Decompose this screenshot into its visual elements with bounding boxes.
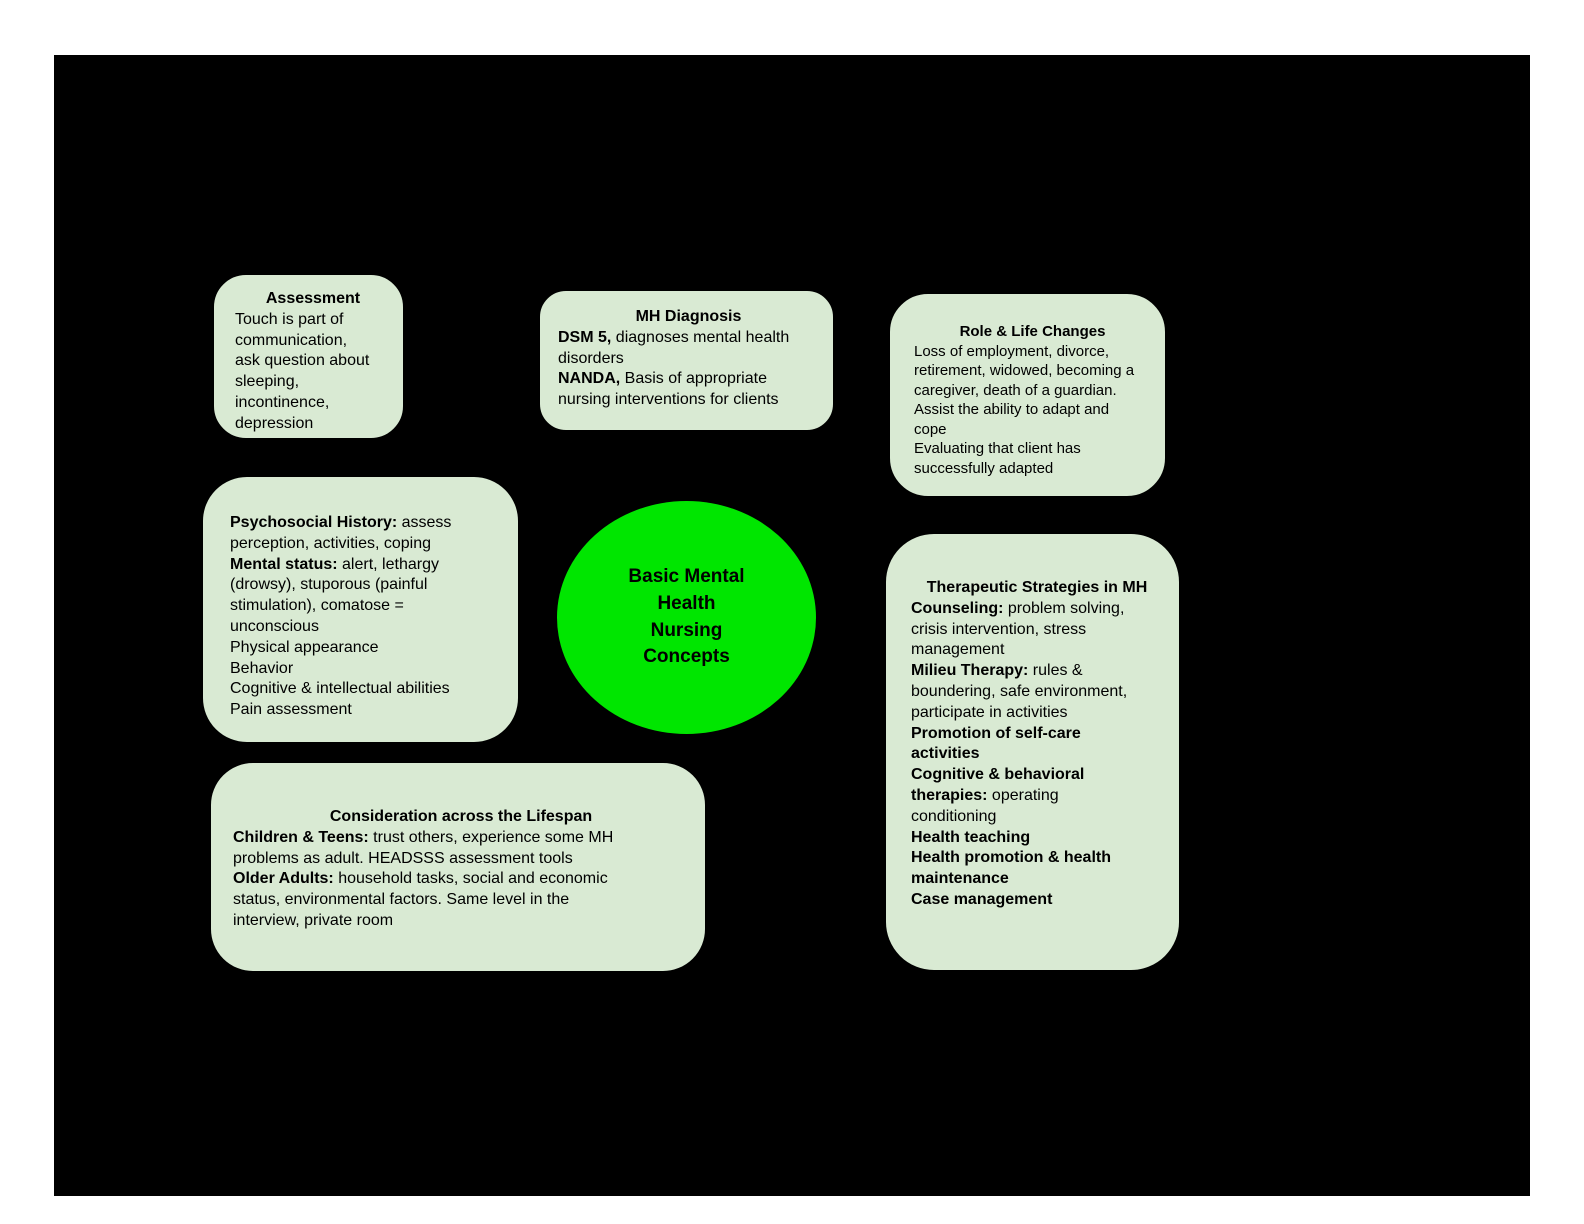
center-node-label: Basic Mental Health Nursing Concepts xyxy=(628,565,745,668)
center-node-ellipse: Basic Mental Health Nursing Concepts xyxy=(557,501,816,734)
node-assessment-title: Assessment xyxy=(265,290,361,307)
node-psychosocial-history: Psychosocial History: assess perception,… xyxy=(201,475,520,744)
node-assessment-body: Touch is part of communication, ask ques… xyxy=(235,310,370,432)
node-therapeutic-strategies: Therapeutic Strategies in MH Counseling:… xyxy=(884,532,1181,972)
node-role-life-changes: Role & Life Changes Loss of employment, … xyxy=(888,292,1167,498)
node-consideration-lifespan-title: Consideration across the Lifespan xyxy=(329,808,593,825)
node-mh-diagnosis-body: DSM 5, diagnoses mental health disorders… xyxy=(558,328,790,409)
node-role-life-changes-body: Loss of employment, divorce, retirement,… xyxy=(914,342,1135,477)
node-consideration-lifespan: Consideration across the Lifespan Childr… xyxy=(209,761,707,973)
node-assessment: Assessment Touch is part of communicatio… xyxy=(212,273,405,440)
node-consideration-lifespan-body: Children & Teens: trust others, experien… xyxy=(233,828,614,929)
concept-map-canvas: Assessment Touch is part of communicatio… xyxy=(54,55,1530,1196)
node-mh-diagnosis-title: MH Diagnosis xyxy=(635,308,742,325)
node-therapeutic-strategies-title: Therapeutic Strategies in MH xyxy=(926,579,1148,596)
node-role-life-changes-title: Role & Life Changes xyxy=(959,323,1106,340)
node-mh-diagnosis: MH Diagnosis DSM 5, diagnoses mental hea… xyxy=(538,289,835,432)
node-psychosocial-history-body: Psychosocial History: assess perception,… xyxy=(230,514,452,719)
node-therapeutic-strategies-body: Counseling: problem solving, crisis inte… xyxy=(911,599,1128,908)
